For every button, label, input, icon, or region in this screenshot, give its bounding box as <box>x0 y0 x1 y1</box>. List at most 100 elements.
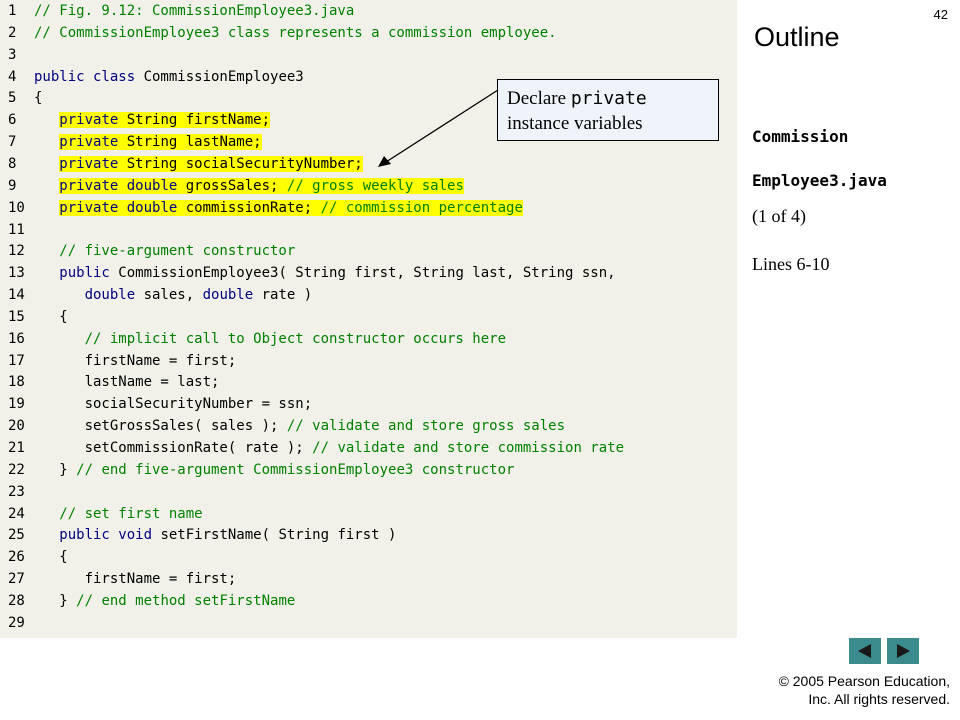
line-number: 10 <box>8 199 25 216</box>
code-line: 9 private double grossSales; // gross we… <box>0 175 737 197</box>
code-line: 4 public class CommissionEmployee3 <box>0 66 737 88</box>
line-number: 20 <box>8 418 25 435</box>
line-number: 24 <box>8 505 25 522</box>
code-line: 14 double sales, double rate ) <box>0 284 737 306</box>
line-number: 6 <box>8 112 17 129</box>
code-token: String firstName; <box>126 112 271 129</box>
line-number: 22 <box>8 461 25 478</box>
keyword-token: private double <box>59 177 186 194</box>
code-token: firstName = first; <box>34 571 237 588</box>
keyword-token: public void <box>34 527 161 544</box>
code-text: firstName = first; <box>34 350 237 372</box>
indent <box>34 134 59 150</box>
code-text: // implicit call to Object constructor o… <box>34 328 506 350</box>
code-text: lastName = last; <box>34 371 220 393</box>
code-line: 12 // five-argument constructor <box>0 240 737 262</box>
code-line: 10 private double commissionRate; // com… <box>0 197 737 219</box>
line-number: 21 <box>8 440 25 456</box>
code-text: private String lastName; <box>34 131 262 153</box>
code-token: { <box>34 549 68 566</box>
next-slide-button[interactable] <box>887 638 919 664</box>
code-line: 3 <box>0 44 737 66</box>
code-line: 21 setCommissionRate( rate ); // validat… <box>0 437 737 459</box>
code-text: } // end method setFirstName <box>34 590 295 612</box>
code-token: } <box>34 592 77 609</box>
line-number: 27 <box>8 571 25 588</box>
line-number: 9 <box>8 177 17 194</box>
callout-word: Declare <box>507 88 571 109</box>
comment-token: // validate and store commission rate <box>312 440 625 456</box>
code-line: 8 private String socialSecurityNumber; <box>0 153 737 175</box>
code-text: double sales, double rate ) <box>34 284 313 306</box>
line-number: 11 <box>8 221 25 238</box>
line-number: 18 <box>8 374 25 391</box>
callout-box: Declare private instance variables <box>497 79 719 141</box>
code-text: public CommissionEmployee3( String first… <box>34 262 616 284</box>
line-number: 17 <box>8 352 25 369</box>
code-line: 16 // implicit call to Object constructo… <box>0 328 737 350</box>
line-number: 23 <box>8 483 25 500</box>
line-number: 4 <box>8 68 17 85</box>
page-number: 42 <box>933 7 948 22</box>
code-line: 13 public CommissionEmployee3( String fi… <box>0 262 737 284</box>
right-triangle-icon <box>897 644 910 658</box>
code-token: lastName = last; <box>34 374 220 391</box>
code-line: 15 { <box>0 306 737 328</box>
keyword-token: double <box>34 287 144 304</box>
line-number: 7 <box>8 134 17 151</box>
code-token: commissionRate; <box>185 199 321 216</box>
previous-slide-button[interactable] <box>849 638 881 664</box>
code-token: { <box>34 90 43 107</box>
code-line: 5{ <box>0 87 737 109</box>
left-triangle-icon <box>858 644 871 658</box>
code-text: firstName = first; <box>34 568 237 590</box>
code-text: private String firstName; <box>34 109 271 131</box>
file-name-line2: Employee3.java <box>752 171 887 190</box>
line-number: 28 <box>8 592 25 609</box>
code-line: 7 private String lastName; <box>0 131 737 153</box>
line-number: 26 <box>8 549 25 566</box>
code-text: private double grossSales; // gross week… <box>34 175 464 197</box>
comment-token: // set first name <box>34 505 203 522</box>
code-token: String socialSecurityNumber; <box>126 155 363 172</box>
copyright-line1: © 2005 Pearson Education, <box>778 673 950 689</box>
code-text: setCommissionRate( rate ); // validate a… <box>34 437 624 459</box>
code-token: setCommissionRate( rate ); <box>34 440 313 456</box>
line-number: 12 <box>8 243 25 260</box>
code-token: rate ) <box>261 287 313 304</box>
keyword-token: private <box>59 134 127 151</box>
code-line: 22 } // end five-argument CommissionEmpl… <box>0 459 737 481</box>
code-line: 2 // CommissionEmployee3 class represents… <box>0 22 737 44</box>
code-text: setGrossSales( sales ); // validate and … <box>34 415 565 437</box>
line-number: 1 <box>8 3 17 19</box>
keyword-token: public <box>34 265 119 282</box>
line-number: 25 <box>8 527 25 544</box>
comment-token: // end five-argument CommissionEmployee3… <box>76 461 515 478</box>
line-number: 16 <box>8 330 25 347</box>
comment-token: // validate and store gross sales <box>286 418 566 435</box>
code-token: CommissionEmployee3 <box>143 68 304 85</box>
code-text: // Fig. 9.12: CommissionEmployee3.java <box>34 0 354 22</box>
file-name-label: Commission Employee3.java <box>752 115 887 203</box>
code-line: 27 firstName = first; <box>0 568 737 590</box>
code-token: grossSales; <box>185 177 287 194</box>
comment-token: // CommissionEmployee3 class represents … <box>34 24 557 41</box>
code-line: 24 // set first name <box>0 503 737 525</box>
keyword-token: private double <box>59 199 186 216</box>
code-text: } // end five-argument CommissionEmploye… <box>34 459 514 481</box>
code-line: 18 lastName = last; <box>0 371 737 393</box>
line-number: 2 <box>8 24 17 41</box>
code-text: public class CommissionEmployee3 <box>34 66 304 88</box>
indent <box>34 112 59 128</box>
code-token: setFirstName( String first ) <box>160 527 397 544</box>
code-token: CommissionEmployee3( String first, Strin… <box>118 265 616 282</box>
line-number: 8 <box>8 155 17 172</box>
code-text: // CommissionEmployee3 class represents … <box>34 22 557 44</box>
copyright-notice: © 2005 Pearson Education, Inc. All right… <box>779 672 950 708</box>
indent <box>34 156 59 172</box>
line-number: 19 <box>8 396 25 413</box>
line-number: 14 <box>8 287 25 304</box>
code-line: 28 } // end method setFirstName <box>0 590 737 612</box>
code-line: 11 <box>0 219 737 241</box>
comment-token: // five-argument constructor <box>34 243 296 260</box>
